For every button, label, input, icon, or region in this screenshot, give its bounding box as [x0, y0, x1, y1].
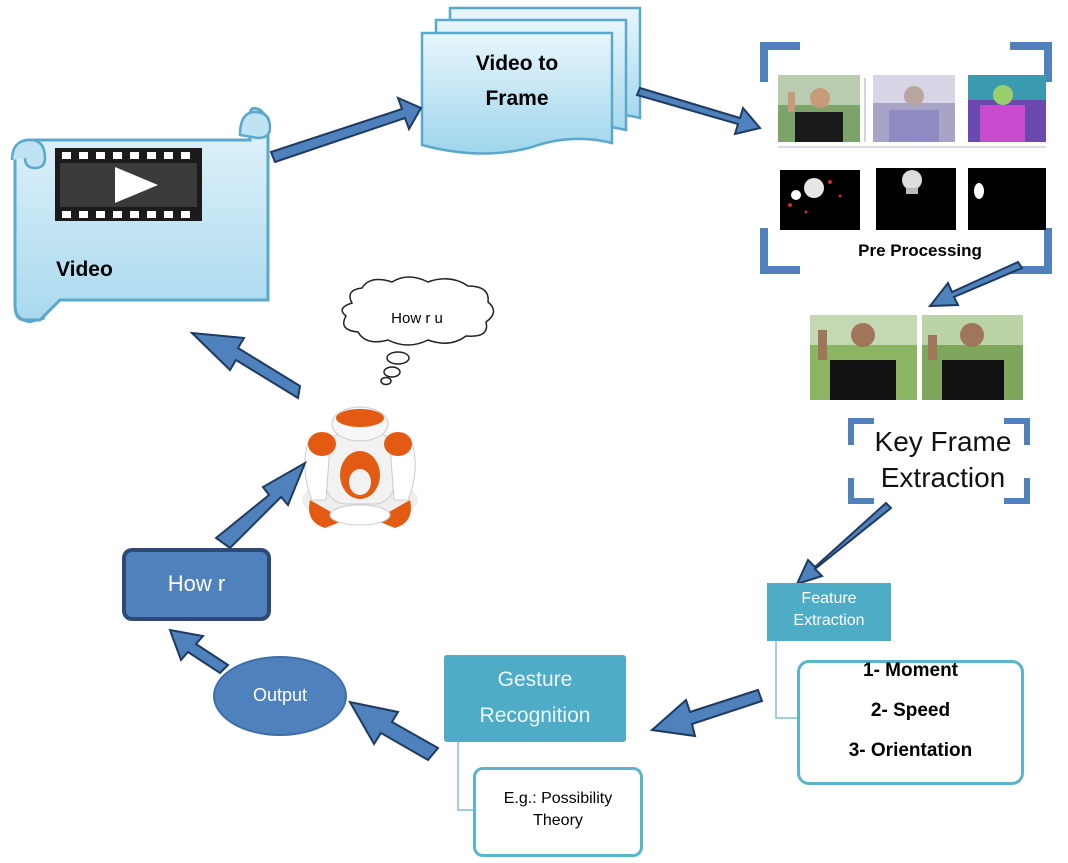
- gesture-recognition-label: Gesture Recognition: [444, 662, 626, 734]
- video-to-frame-label: Video to Frame: [432, 46, 602, 116]
- how-r-box: [122, 548, 271, 621]
- arrow-preprocessing-to-keyframes: [927, 260, 1024, 308]
- feature-connector: [775, 641, 797, 719]
- how-r-label: How r: [167, 571, 226, 596]
- frame-color-processed: [873, 75, 955, 142]
- key-frame-extraction-label: Key Frame Extraction: [858, 424, 1028, 496]
- robot-icon: [302, 406, 418, 528]
- arrow-gesture-to-output: [348, 700, 440, 762]
- example-line1: E.g.: Possibility: [503, 790, 613, 807]
- arrow-features-to-gesture: [649, 688, 764, 738]
- feature-orientation: 3- Orientation: [848, 740, 973, 761]
- video-to-frame-line2: Frame: [485, 87, 549, 110]
- feature-extraction-label: Feature Extraction: [767, 588, 891, 632]
- video-to-frame-pages: [420, 6, 642, 155]
- key-frame-line1: Key Frame: [874, 426, 1012, 457]
- robot-speech-text: How r u: [391, 310, 443, 327]
- gesture-recognition-line2: Recognition: [479, 704, 591, 727]
- frame-original: [778, 75, 860, 142]
- arrow-output-to-howr: [168, 628, 230, 675]
- key-frame-1: [810, 315, 917, 400]
- arrow-video-to-frame: [269, 96, 423, 164]
- gesture-recognition-line1: Gesture: [497, 668, 573, 691]
- frame-blob-mask: [876, 168, 956, 230]
- frame-hand-mask: [968, 168, 1046, 230]
- feature-speed: 2- Speed: [870, 700, 951, 721]
- key-frame-2: [922, 315, 1023, 400]
- film-strip-icon: [55, 148, 202, 221]
- feature-moment: 1- Moment: [863, 660, 958, 681]
- feature-extraction-line2: Extraction: [793, 612, 865, 629]
- key-frame-line2: Extraction: [880, 462, 1006, 493]
- example-line2: Theory: [533, 812, 583, 829]
- arrow-frame-to-preprocessing: [635, 86, 762, 136]
- arrow-keyframe-to-feature: [795, 501, 893, 586]
- arrow-robot-to-video: [189, 331, 302, 400]
- arrow-howr-to-robot: [214, 460, 308, 550]
- video-label: Video: [56, 258, 113, 281]
- output-ellipse: [213, 656, 347, 736]
- example-label: E.g.: Possibility Theory: [473, 788, 643, 832]
- feature-extraction-box: [767, 583, 891, 641]
- gesture-connector: [457, 742, 473, 811]
- frame-hue-processed: [968, 75, 1046, 142]
- pre-processing-frame: [760, 42, 1052, 274]
- output-label: Output: [252, 685, 308, 705]
- pre-processing-label: Pre Processing: [858, 241, 982, 260]
- thought-bubble: [341, 276, 495, 386]
- gesture-recognition-box: [444, 655, 626, 742]
- frame-edge-mask: [780, 170, 860, 230]
- key-frame-bracket: [848, 418, 1030, 504]
- feature-extraction-line1: Feature: [801, 590, 857, 607]
- features-list-box: [797, 660, 1024, 785]
- example-box: [473, 767, 643, 857]
- video-to-frame-line1: Video to: [475, 52, 559, 75]
